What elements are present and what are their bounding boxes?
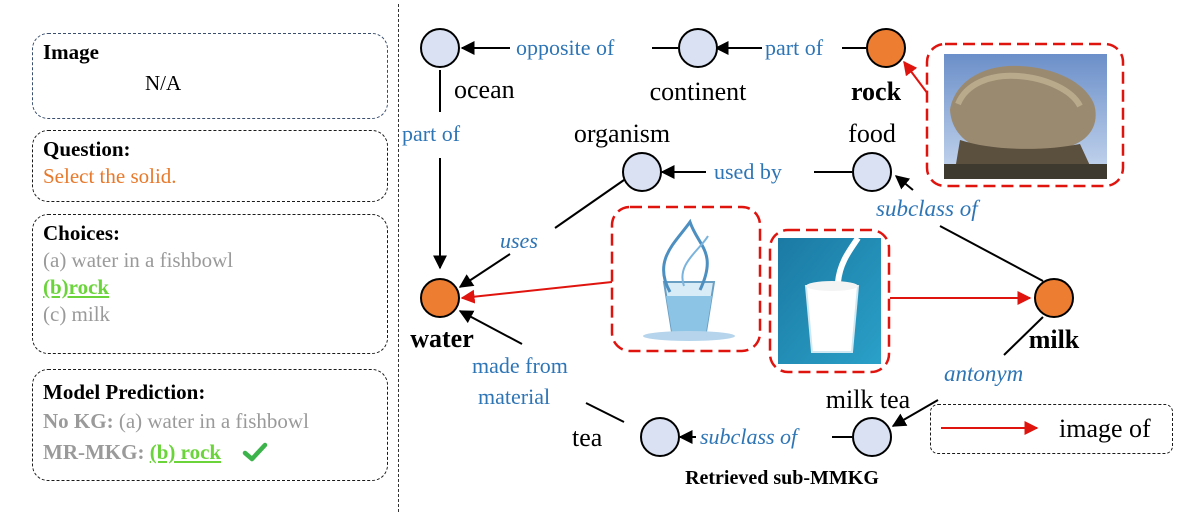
- edge-uses-top: [554, 179, 625, 229]
- image-panel: Image N/A: [32, 33, 388, 119]
- nokg-label: No KG:: [43, 409, 114, 433]
- prediction-panel-title: Model Prediction:: [43, 380, 206, 404]
- node-label-water: water: [410, 324, 474, 353]
- node-label-food: food: [848, 119, 896, 148]
- node-label-milk-tea: milk tea: [826, 385, 911, 414]
- mrmkg-value: (b) rock: [149, 440, 222, 464]
- node-food: [852, 152, 892, 192]
- edge-label-part-of-left: part of: [402, 121, 461, 146]
- edge-label-subclass-bottom: subclass of: [700, 424, 800, 449]
- edge-label-antonym: antonym: [944, 361, 1023, 386]
- edge-antonym-bottom: [891, 399, 939, 427]
- node-label-rock: rock: [851, 77, 902, 106]
- choice-a: (a) water in a fishbowl: [43, 248, 234, 272]
- edge-made-from-top: [458, 310, 523, 345]
- node-water: [420, 278, 460, 318]
- choices-panel-title: Choices:: [43, 221, 120, 245]
- node-label-milk: milk: [1029, 325, 1080, 354]
- question-panel-title: Question:: [43, 137, 131, 161]
- image-panel-title: Image: [43, 40, 99, 64]
- node-ocean: [420, 28, 460, 68]
- node-milk: [1034, 278, 1074, 318]
- node-tea: [640, 417, 680, 457]
- vertical-separator: [398, 4, 399, 512]
- prediction-panel: Model Prediction: No KG: (a) water in a …: [32, 369, 388, 481]
- legend-red-arrow: [941, 421, 1039, 435]
- choice-c: (c) milk: [43, 302, 111, 326]
- edge-label-made-from-1: made from: [472, 353, 568, 378]
- legend-label: image of: [1059, 414, 1151, 443]
- image-value: N/A: [145, 71, 182, 95]
- nokg-value: (a) water in a fishbowl: [118, 409, 309, 433]
- mrmkg-label: MR-MKG:: [43, 440, 145, 464]
- node-rock: [866, 28, 906, 68]
- rock-photo: [925, 42, 1125, 188]
- question-text: Select the solid.: [43, 164, 177, 188]
- choices-panel: Choices: (a) water in a fishbowl (b)rock…: [32, 214, 388, 354]
- edge-antonym-top: [1003, 316, 1044, 356]
- edge-label-made-from-2: material: [478, 384, 550, 409]
- node-label-ocean: ocean: [454, 75, 515, 104]
- edge-label-part-of-top: part of: [765, 35, 824, 60]
- edge-label-used-by: used by: [714, 159, 782, 184]
- node-continent: [678, 28, 718, 68]
- node-milk-tea: [852, 417, 892, 457]
- node-label-organism: organism: [574, 119, 670, 148]
- node-label-continent: continent: [650, 77, 748, 106]
- edge-label-subclass-right: subclass of: [876, 196, 981, 221]
- edge-made-from-bottom: [585, 402, 625, 423]
- graph-caption: Retrieved sub-MMKG: [685, 467, 879, 489]
- node-label-tea: tea: [572, 423, 603, 452]
- edge-subclass-right-top: [894, 175, 914, 191]
- question-panel: Question: Select the solid.: [32, 130, 388, 202]
- edge-label-opposite-of: opposite of: [516, 35, 615, 60]
- check-icon: [243, 442, 268, 462]
- node-organism: [622, 152, 662, 192]
- edge-image-of-water: [460, 281, 613, 304]
- water-glass-photo: [610, 205, 762, 353]
- edge-uses-bottom: [458, 253, 511, 288]
- legend: image of: [930, 404, 1173, 454]
- edge-label-uses: uses: [500, 228, 538, 253]
- choice-b: (b)rock: [43, 275, 110, 299]
- milk-glass-photo: [768, 228, 891, 374]
- edge-subclass-right-bottom: [939, 225, 1044, 282]
